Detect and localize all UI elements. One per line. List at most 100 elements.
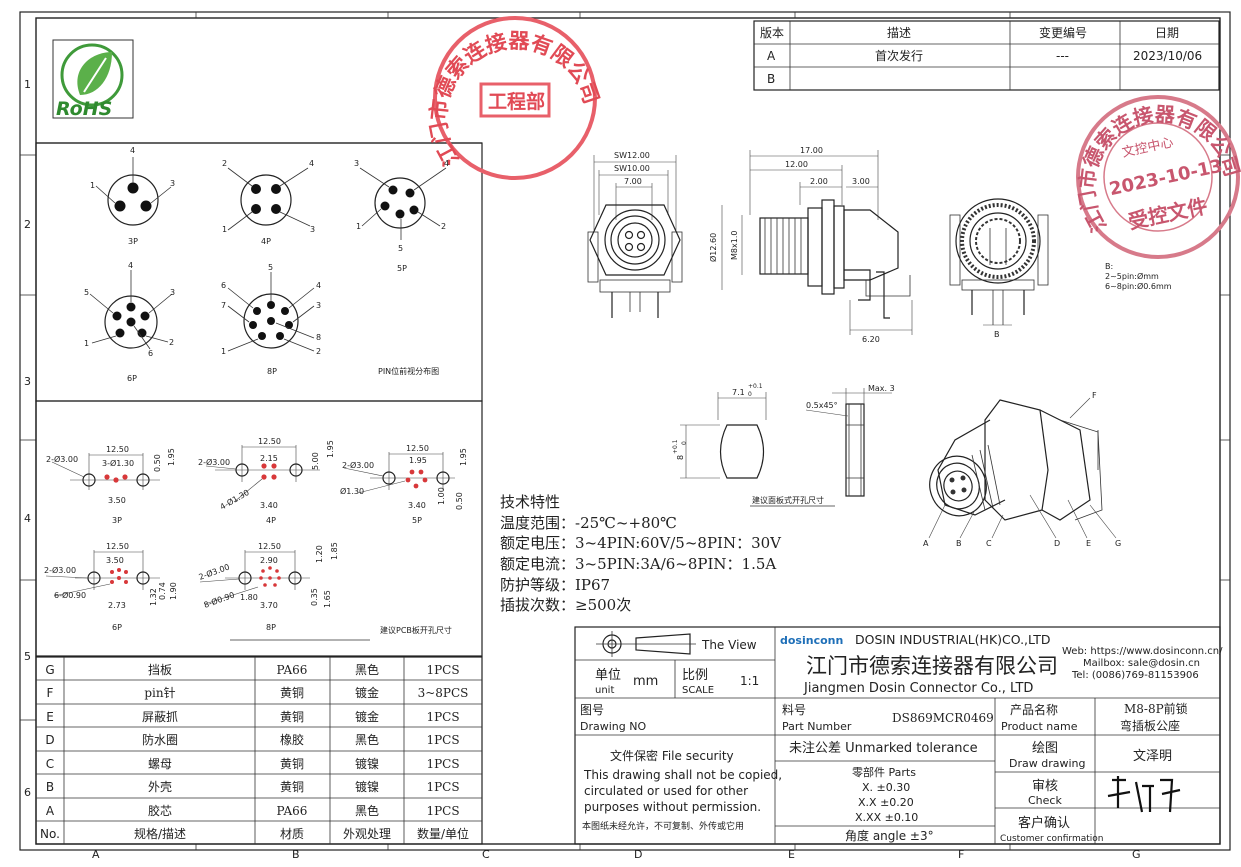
svg-text:2: 2	[222, 159, 227, 168]
checker-signature	[1107, 776, 1181, 813]
svg-text:1: 1	[90, 181, 95, 190]
bom-cell: 3~8PCS	[418, 686, 469, 700]
product-name-en: Product name	[1001, 720, 1078, 733]
svg-text:3.70: 3.70	[260, 601, 278, 610]
svg-text:4: 4	[309, 159, 314, 168]
svg-text:1.20: 1.20	[315, 545, 324, 563]
svg-text:3.40: 3.40	[260, 501, 278, 510]
bom-cell: PA66	[277, 663, 308, 677]
svg-text:0.35: 0.35	[310, 588, 319, 606]
dim-thread: M8x1.0	[730, 231, 739, 260]
rev-header-date: 日期	[1155, 26, 1179, 40]
rev-header-desc: 描述	[887, 26, 911, 40]
bom-cell: G	[45, 663, 54, 677]
panel-chamfer: 0.5x45°	[806, 401, 838, 410]
bom-header: 材质	[280, 827, 304, 841]
svg-text:1: 1	[222, 225, 227, 234]
svg-text:3: 3	[316, 301, 321, 310]
callout-d: D	[1054, 539, 1060, 548]
svg-text:2.15: 2.15	[260, 454, 278, 463]
svg-text:3.50: 3.50	[108, 496, 126, 505]
pcb-label: 5P	[412, 516, 422, 525]
tolerance-line: X.XX ±0.10	[855, 811, 918, 824]
svg-text:2-Ø3.00: 2-Ø3.00	[342, 460, 374, 470]
company-web: Web: https://www.dosinconn.cn/	[1062, 646, 1223, 657]
bom-cell: 黑色	[355, 733, 379, 747]
dim-sw10: SW10.00	[614, 164, 650, 173]
bom-cell: 防水圈	[142, 732, 178, 747]
pcb-5p: 12.50 2-Ø3.00 1.95 Ø1.30 3.40 1.00 0.50 …	[340, 444, 468, 525]
zone-col-c: C	[482, 848, 490, 861]
zone-row-4: 4	[24, 512, 31, 525]
part-number-cn: 料号	[782, 703, 806, 717]
file-security-title: 文件保密 File security	[610, 748, 734, 763]
svg-text:1: 1	[84, 339, 89, 348]
svg-text:12.50: 12.50	[106, 542, 129, 551]
bom-cell: E	[46, 710, 54, 724]
tolerance-angle: 角度 angle ±3°	[845, 828, 934, 843]
svg-text:5.00: 5.00	[311, 452, 320, 470]
svg-text:3: 3	[310, 225, 315, 234]
control-stamp: 江门市德索连接器有限公司 文控中心 2023-10-13 受控文件	[1059, 86, 1241, 259]
rev-cell: A	[767, 49, 776, 63]
bom-cell: 1PCS	[426, 663, 459, 677]
file-security-line: purposes without permission.	[584, 800, 761, 814]
svg-text:3: 3	[354, 159, 359, 168]
bom-cell: 1PCS	[426, 804, 459, 818]
spec-line: 温度范围：-25℃~+80℃	[500, 514, 677, 532]
zone-row-6: 6	[24, 786, 31, 799]
bom-cell: 胶芯	[148, 803, 172, 818]
svg-text:6-Ø0.90: 6-Ø0.90	[54, 590, 86, 600]
dim-3: 3.00	[852, 177, 870, 186]
bom-cell: 黑色	[355, 663, 379, 677]
title-block: The View 单位 unit mm 比例 SCALE 1:1 dosinco…	[574, 626, 1223, 845]
front-view: SW12.00 SW10.00 7.00	[587, 151, 683, 318]
drawer-name: 文泽明	[1133, 749, 1172, 764]
svg-text:1.80: 1.80	[240, 593, 258, 602]
bom-cell: F	[47, 686, 54, 700]
rev-header-version: 版本	[760, 26, 784, 40]
bom-cell: C	[46, 757, 54, 771]
svg-text:1.95: 1.95	[459, 448, 468, 466]
company-name-en: DOSIN INDUSTRIAL(HK)CO.,LTD	[855, 632, 1051, 647]
pinout-label: 4P	[261, 237, 271, 246]
drawing-no-en: Drawing NO	[580, 720, 646, 733]
zone-col-e: E	[788, 848, 795, 861]
bom-header: 数量/单位	[417, 826, 469, 841]
panel-cutout: 7.1 +0.1 0 8 +0.1 0 Max. 3 0.5x45° 建议面板式…	[672, 383, 895, 507]
zone-row-5: 5	[24, 650, 31, 663]
dim-17: 17.00	[800, 146, 823, 155]
svg-text:2-Ø3.00: 2-Ø3.00	[44, 565, 76, 575]
svg-text:3.50: 3.50	[106, 556, 124, 565]
svg-text:7: 7	[221, 301, 226, 310]
zone-ticks	[20, 11, 1230, 850]
svg-text:2-Ø3.00: 2-Ø3.00	[198, 457, 230, 467]
rohs-text: RoHS	[56, 98, 112, 120]
pcb-8p: 12.50 2-Ø3.00 2.90 8-Ø0.90 1.80 3.70 0.3…	[197, 542, 339, 632]
svg-text:3.40: 3.40	[408, 501, 426, 510]
pcb-3p: 12.50 2-Ø3.00 3-Ø1.30 3.50 0.50 1.95 3P	[46, 445, 176, 525]
callout-b: B	[956, 539, 962, 548]
zone-row-3: 3	[24, 375, 31, 388]
dim-b: B	[994, 330, 1000, 339]
scale-value: 1:1	[740, 674, 759, 688]
part-number-value: DS869MCR0469	[892, 711, 994, 725]
panel-width: 7.1	[732, 388, 745, 397]
bom-cell: 镀镍	[355, 780, 379, 794]
svg-text:B:: B:	[1105, 262, 1113, 271]
tolerance-line: X. ±0.30	[862, 781, 910, 794]
bom-cell: 1PCS	[426, 710, 459, 724]
side-view: 17.00 12.00 2.00 3.00 Ø12.60 M8x1.0 6.20	[708, 146, 913, 344]
bom-cell: 螺母	[148, 757, 172, 771]
product-name-cn: 产品名称	[1010, 702, 1058, 717]
dim-7: 7.00	[624, 177, 642, 186]
draw-label-cn: 绘图	[1032, 741, 1058, 756]
svg-text:0.50: 0.50	[153, 454, 162, 472]
zone-col-f: F	[958, 848, 964, 861]
svg-text:1.90: 1.90	[169, 582, 178, 600]
draw-label-en: Draw drawing	[1009, 757, 1085, 770]
control-stamp-bottom: 受控文件	[1126, 194, 1209, 234]
